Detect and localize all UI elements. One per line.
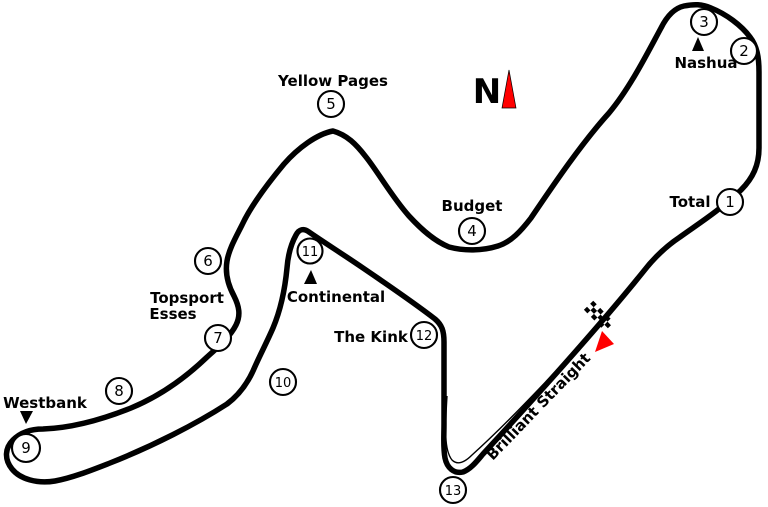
corner-marker-5: 5 [316,89,346,119]
corner-marker-11: 11 [296,237,324,265]
corner-marker-3: 3 [689,7,719,37]
corner-marker-6: 6 [193,246,223,276]
svg-text:1: 1 [725,193,735,211]
corner-marker-7: 7 [203,323,233,353]
svg-text:4: 4 [467,222,477,240]
corner-marker-9: 9 [10,432,42,464]
svg-text:3: 3 [699,13,709,31]
svg-text:11: 11 [302,245,319,260]
north-label: N [473,72,501,112]
svg-text:6: 6 [203,252,213,270]
svg-text:10: 10 [275,376,292,391]
label-the-kink: The Kink [334,328,409,346]
corner-marker-12: 12 [409,320,439,350]
corner-marker-2: 2 [729,36,759,66]
corner-marker-1: 1 [715,187,745,217]
label-brilliant-straight: Brilliant Straight [483,349,594,464]
label-continental: Continental [287,288,385,306]
corner-marker-13: 13 [438,475,468,505]
corner-marker-10: 10 [268,367,298,397]
label-westbank: Westbank [3,394,88,412]
label-topsport: Topsport [150,289,224,307]
svg-text:9: 9 [21,439,31,457]
svg-text:5: 5 [326,95,336,113]
svg-text:12: 12 [416,329,433,344]
svg-text:2: 2 [739,42,749,60]
label-esses: Esses [149,305,196,323]
checkered-flag [583,300,611,329]
continental-pointer-icon [304,270,317,284]
label-total: Total [670,193,711,211]
corner-marker-4: 4 [457,216,487,246]
svg-text:8: 8 [114,382,124,400]
label-nashua: Nashua [674,54,737,72]
svg-text:7: 7 [213,329,223,347]
westbank-pointer-icon [20,411,33,424]
label-yellow-pages: Yellow Pages [277,72,388,90]
svg-text:13: 13 [445,484,462,499]
pit-lane-line [444,316,606,464]
direction-arrow [595,331,614,352]
north-arrow-icon [501,69,517,109]
label-budget: Budget [442,197,503,215]
track-outline [3,1,762,485]
corner-marker-8: 8 [104,376,134,406]
nashua-pointer-icon [692,37,704,51]
